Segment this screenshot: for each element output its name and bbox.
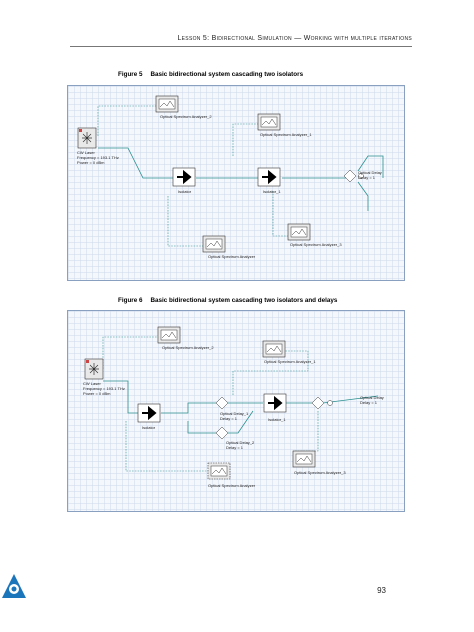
fig5-isolator-label: Isolator <box>178 189 192 194</box>
fig5-wire-osa2 <box>97 105 156 136</box>
fig5-delay-name: Optical Delay <box>358 170 382 175</box>
header-rule <box>70 46 412 47</box>
fig6-delay-value: Delay = 1 <box>360 400 378 405</box>
fig5-isolator[interactable] <box>172 167 196 187</box>
fig6-isolator-1-label: Isolator_1 <box>268 417 286 422</box>
fig6-cw-laser[interactable] <box>84 358 104 380</box>
fig6-laser-power: Power = 0 dBm <box>83 391 111 396</box>
fig5-laser-power: Power = 0 dBm <box>77 160 105 165</box>
fig5-osa-label: Optical Spectrum Analyzer <box>208 254 256 259</box>
fig5-delay-value: Delay = 1 <box>358 175 376 180</box>
fig6-osa-3-label: Optical Spectrum Analyzer_3 <box>294 470 346 475</box>
figure-6-canvas: CW Laser Frequency = 193.1 THz Power = 0… <box>83 326 384 488</box>
publisher-logo-icon <box>2 574 26 598</box>
fig5-main-wire <box>98 147 348 179</box>
fig6-optical-delay[interactable] <box>311 396 333 410</box>
fig6-laser-frequency: Frequency = 193.1 THz <box>83 386 125 391</box>
fig5-return-wire <box>357 155 384 211</box>
fig6-osa-3[interactable] <box>292 450 316 468</box>
figure-6-title: Basic bidirectional system cascading two… <box>150 297 338 304</box>
fig5-osa-1-label: Optical Spectrum Analyzer_1 <box>260 132 312 137</box>
fig6-osa-2-label: Optical Spectrum Analyzer_2 <box>162 345 214 350</box>
fig5-cw-laser[interactable] <box>77 127 97 149</box>
figure-6-diagram: CW Laser Frequency = 193.1 THz Power = 0… <box>67 310 405 512</box>
page-number: 93 <box>377 586 386 595</box>
figure-5-caption: Figure 5 Basic bidirectional system casca… <box>118 71 303 78</box>
fig6-delay-wire <box>187 410 254 434</box>
fig6-osa-1-label: Optical Spectrum Analyzer_1 <box>264 359 316 364</box>
fig6-delay-2-value: Delay = 1 <box>226 445 244 450</box>
figure-5-number: Figure 5 <box>118 71 143 78</box>
fig6-wire-osa2 <box>102 336 158 369</box>
fig6-wire-osa <box>125 421 208 472</box>
page-header: Lesson 5: Bidirectional Simulation — Wor… <box>177 35 412 42</box>
fig5-isolator-1-label: Isolator_1 <box>263 189 281 194</box>
fig5-osa-3-label: Optical Spectrum Analyzer_3 <box>290 242 342 247</box>
fig6-wire-osa3 <box>293 411 319 452</box>
fig5-osa-2-label: Optical Spectrum Analyzer_2 <box>160 114 212 119</box>
fig5-osa-1[interactable] <box>257 113 281 131</box>
fig6-osa-label: Optical Spectrum Analyzer <box>208 483 256 488</box>
figure-5-diagram: CW Laser Frequency = 193.1 THz Power = 0… <box>67 85 405 281</box>
figure-5-title: Basic bidirectional system cascading two… <box>150 71 304 78</box>
fig6-main-wire <box>103 380 379 414</box>
fig6-osa-1[interactable] <box>262 340 286 358</box>
fig5-isolator-1[interactable] <box>257 167 281 187</box>
fig5-optical-delay[interactable] <box>343 169 364 183</box>
fig6-optical-delay-2[interactable] <box>215 426 229 440</box>
fig6-osa-2[interactable] <box>157 326 181 344</box>
fig5-laser-frequency: Frequency = 193.1 THz <box>77 155 119 160</box>
fig6-delay-name: Optical Delay <box>360 395 384 400</box>
fig6-delay-2-name: Optical Delay_2 <box>226 440 255 445</box>
fig6-delay-1-name: Optical Delay_1 <box>220 411 249 416</box>
fig6-optical-delay-1[interactable] <box>215 396 229 410</box>
fig6-laser-name: CW Laser <box>83 381 101 386</box>
fig5-wire-osa3 <box>272 191 288 237</box>
fig5-wire-osa1 <box>232 123 258 156</box>
figure-6-number: Figure 6 <box>118 297 143 304</box>
fig6-isolator-label: Isolator <box>142 425 156 430</box>
fig5-wire-osa <box>167 196 203 247</box>
figure-5-canvas: CW Laser Frequency = 193.1 THz Power = 0… <box>77 95 384 259</box>
fig6-osa[interactable] <box>207 462 231 480</box>
fig5-osa[interactable] <box>202 235 226 253</box>
fig6-wire-osa1 <box>232 350 309 395</box>
fig6-delay-1-value: Delay = 1 <box>220 416 238 421</box>
fig6-isolator-1[interactable] <box>263 393 287 413</box>
fig5-laser-name: CW Laser <box>77 150 95 155</box>
fig5-osa-3[interactable] <box>287 223 311 241</box>
fig5-osa-2[interactable] <box>155 95 179 113</box>
fig6-isolator[interactable] <box>137 403 161 423</box>
figure-6-caption: Figure 6 Basic bidirectional system casca… <box>118 297 337 304</box>
